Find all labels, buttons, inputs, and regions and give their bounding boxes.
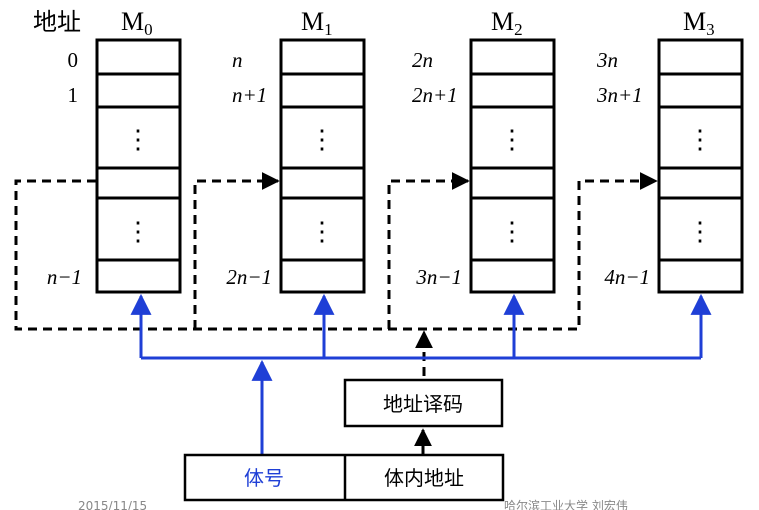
row-address: 3n+1: [596, 83, 643, 107]
memory-bank: [469, 38, 556, 294]
row-address: n+1: [232, 83, 267, 107]
module-2: M2 ⋮ ⋮ 2n 2n+1 3n−1: [412, 7, 556, 294]
ellipsis: ⋮: [499, 217, 525, 246]
offset-field: 体内地址: [384, 466, 464, 490]
decoder-label: 地址译码: [383, 392, 463, 416]
address-decoder: 地址译码: [343, 378, 504, 428]
module-3: M3 ⋮ ⋮ 3n 3n+1 4n−1: [596, 7, 744, 294]
row-address: 3n: [596, 48, 618, 72]
footer-date: 2015/11/15: [78, 499, 147, 510]
row-address: 2n+1: [412, 83, 458, 107]
offset-address-lines: [14, 172, 658, 376]
memory-bank: [657, 38, 744, 294]
module-0: M0 ⋮ ⋮ 0 1 n−1: [47, 7, 182, 294]
ellipsis: ⋮: [309, 125, 335, 154]
module-title: M0: [121, 7, 153, 39]
row-address: n−1: [47, 265, 82, 289]
row-address: 2n−1: [226, 265, 272, 289]
module-1: M1 ⋮ ⋮ n n+1 2n−1: [226, 7, 366, 294]
address-register: 体号 体内地址: [183, 453, 505, 502]
module-title: M3: [683, 7, 715, 39]
footer-credit: 哈尔滨工业大学 刘宏伟: [504, 498, 628, 510]
memory-bank: [95, 38, 182, 294]
row-address: 3n−1: [415, 265, 462, 289]
module-title: M2: [491, 7, 523, 39]
row-address: 2n: [412, 48, 433, 72]
memory-bank: [279, 38, 366, 294]
module-title: M1: [301, 7, 333, 39]
row-address: 4n−1: [604, 265, 650, 289]
row-address: 1: [68, 83, 79, 107]
ellipsis: ⋮: [125, 217, 151, 246]
address-heading: 地址: [33, 8, 81, 36]
ellipsis: ⋮: [125, 125, 151, 154]
ellipsis: ⋮: [499, 125, 525, 154]
ellipsis: ⋮: [687, 125, 713, 154]
bank-select-bus: [130, 293, 712, 455]
ellipsis: ⋮: [687, 217, 713, 246]
ellipsis: ⋮: [309, 217, 335, 246]
row-address: 0: [68, 48, 79, 72]
bank-field: 体号: [244, 466, 284, 490]
row-address: n: [232, 48, 243, 72]
